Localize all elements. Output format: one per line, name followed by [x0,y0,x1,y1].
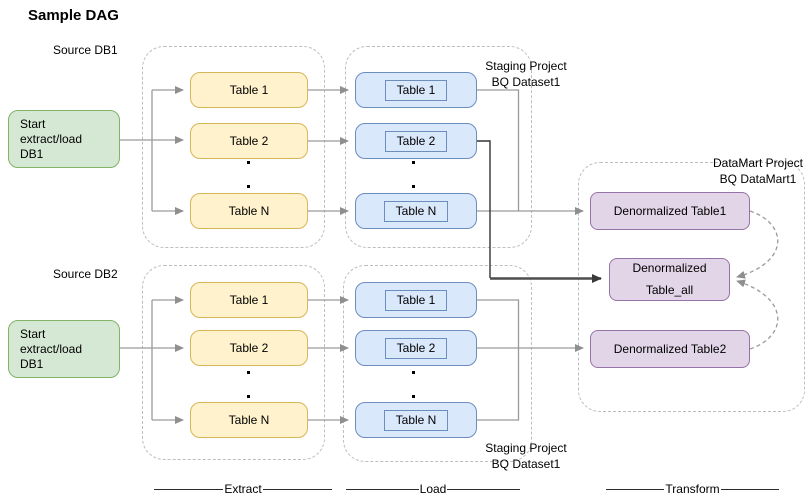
stage-extract-rule-left [154,488,224,490]
db2-load-table-2-inner: Table 2 [384,337,448,359]
db1-extract-table-1: Table 1 [190,72,308,108]
denormalized-table1-node: Denormalized Table1 [590,192,750,230]
db2-extract-table-1: Table 1 [190,282,308,318]
source-db1-label: Source DB1 [53,43,118,57]
datamart-label-line2: BQ DataMart1 [719,172,797,186]
db2-load-table-n: Table N [355,402,477,438]
staging-label-db2-line1: Staging Project [485,441,567,455]
stage-transform-rule-left [606,488,665,490]
ellipsis-dot [247,395,250,398]
staging-label-db2: Staging Project BQ Dataset1 [465,440,587,472]
db1-extract-table-n: Table N [190,193,308,229]
connector-db1-load2-drop [477,140,491,278]
stage-extract-label: Extract [224,482,262,496]
datamart-group [578,162,805,412]
db2-load-table-1-inner: Table 1 [384,289,448,311]
arc-denormalized-table2-to-table-all [736,279,779,350]
connector-db2-load-merge [477,299,520,421]
stage-load-label: Load [419,482,447,496]
stage-transform-label: Transform [665,482,720,496]
ellipsis-dot [412,185,415,188]
db2-load-table-1: Table 1 [355,282,477,318]
denormalized-table-all-line2: Table_all [645,283,694,297]
db1-load-table-n-inner: Table N [383,200,449,222]
db2-extract-table-2: Table 2 [190,330,308,366]
db1-load-table-1: Table 1 [355,72,477,108]
ellipsis-dot [247,161,250,164]
stage-extract-rule-right [262,488,332,490]
ellipsis-dot [412,395,415,398]
datamart-label-line1: DataMart Project [712,156,804,170]
db1-extract-table-2: Table 2 [190,123,308,159]
diagram-title: Sample DAG [28,7,119,24]
staging-label-db1-line1: Staging Project [485,59,567,73]
load-group-db1 [345,46,532,248]
source-db2-label: Source DB2 [53,267,118,281]
stage-transform-rule-right [720,488,780,490]
denormalized-table-all-line1: Denormalized [632,261,707,275]
db2-load-table-n-inner: Table N [383,409,449,431]
load-group-db2 [343,265,532,462]
start-node-db2-line2: DB1 [20,356,44,371]
start-node-db1-line2: DB1 [20,146,44,161]
extract-group-db2 [142,265,325,460]
staging-label-db1: Staging Project BQ Dataset1 [465,58,587,90]
extract-group-db1 [142,46,325,248]
ellipsis-dot [247,185,250,188]
denormalized-table2-node: Denormalized Table2 [590,330,750,368]
stage-transform: Transform [606,482,780,496]
db2-extract-table-n: Table N [190,402,308,438]
staging-label-db2-line2: BQ Dataset1 [491,457,561,471]
ellipsis-dot [412,371,415,374]
arc-denormalized-table1-to-table-all [736,210,779,279]
ellipsis-dot [247,371,250,374]
start-node-db1-line1: Start extract/load [20,116,83,146]
connector-db1-load1-merge [477,89,520,211]
datamart-label: DataMart Project BQ DataMart1 [688,155,811,187]
ellipsis-dot [412,161,415,164]
db1-load-table-n: Table N [355,193,477,229]
db1-load-table-1-inner: Table 1 [384,79,448,101]
start-node-db1: Start extract/load DB1 [8,110,120,168]
stage-load: Load [346,482,521,496]
staging-label-db1-line2: BQ Dataset1 [491,75,561,89]
start-node-db2: Start extract/load DB1 [8,320,120,378]
stage-load-rule-left [346,488,419,490]
stage-load-rule-right [447,488,521,490]
db2-load-table-2: Table 2 [355,330,477,366]
start-node-db2-line1: Start extract/load [20,326,83,356]
db1-load-table-2: Table 2 [355,123,477,159]
denormalized-table-all-node: Denormalized Table_all [609,258,730,301]
stage-extract: Extract [154,482,332,496]
db1-load-table-2-inner: Table 2 [384,130,448,152]
